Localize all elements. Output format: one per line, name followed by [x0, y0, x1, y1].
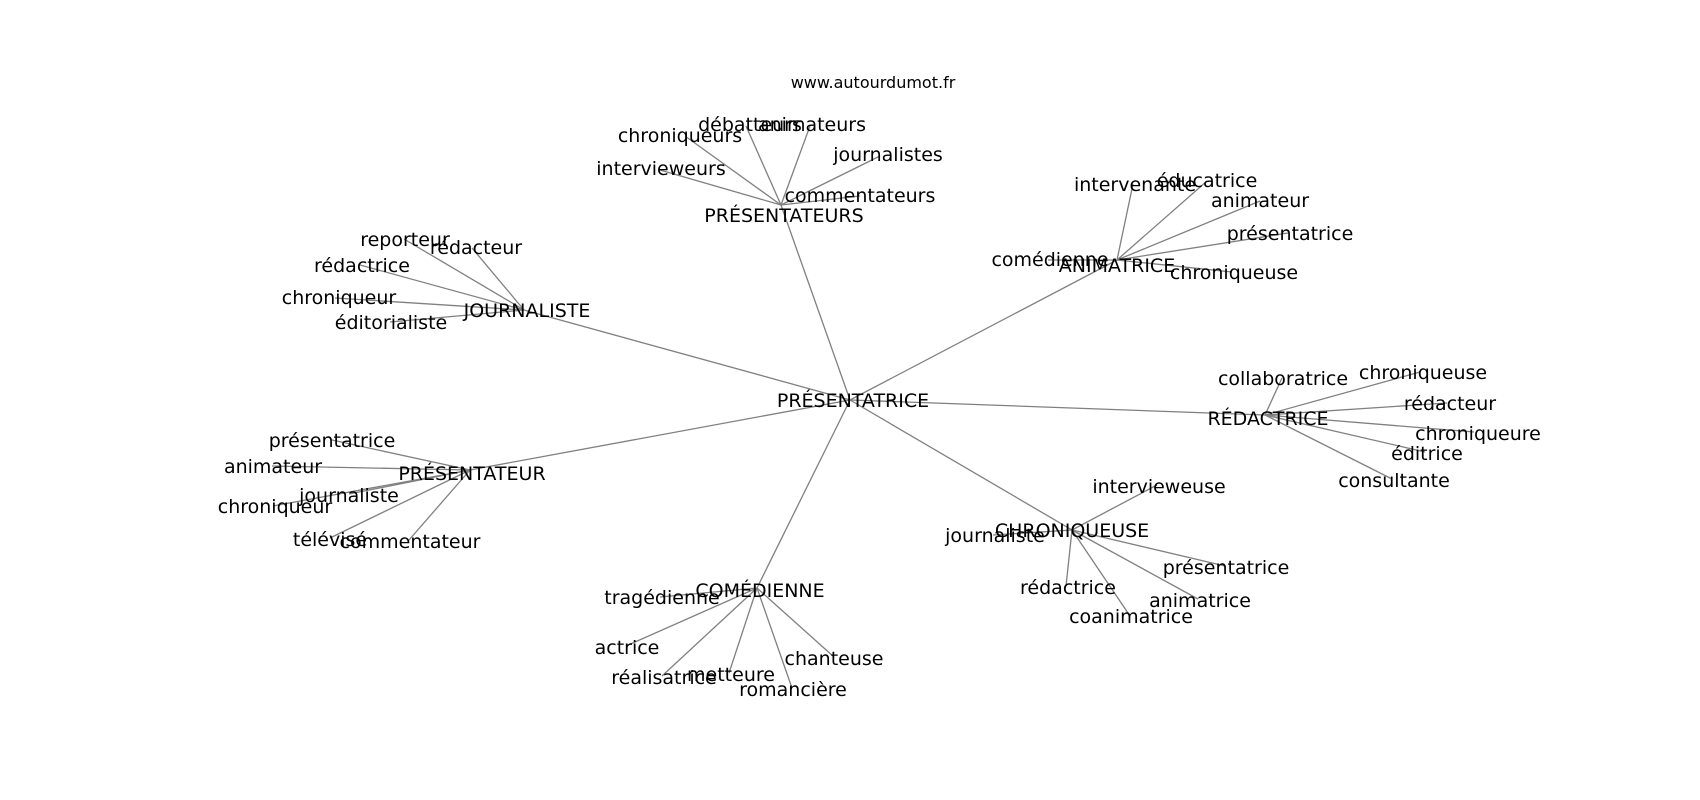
edge-hub-leaf [780, 195, 861, 206]
edge-hub-leaf [471, 247, 525, 311]
leaf-node-label: chanteuse [785, 648, 884, 670]
leaf-node-label: reporteur [360, 229, 450, 251]
edge-hub-leaf [1264, 371, 1421, 416]
leaf-node-label: animatrice [1149, 590, 1251, 612]
edges-layer [271, 125, 1475, 689]
edge-hub-leaf [1116, 259, 1233, 273]
leaf-node-label: chroniqueur [218, 496, 333, 518]
edge-hub-leaf [625, 587, 758, 647]
leaf-node-label: animateur [224, 456, 322, 478]
source-label: www.autourdumot.fr [791, 73, 956, 92]
hub-node-label: PRÉSENTATEURS [704, 204, 863, 227]
leaf-node-label: rédacteur [1404, 393, 1496, 415]
edge-hub-leaf [992, 529, 1073, 536]
edge-hub-leaf [1065, 529, 1073, 587]
leaf-node-label: télévisé [293, 529, 367, 551]
leaf-node-label: commentateur [340, 531, 481, 553]
edge-hub-leaf [780, 125, 811, 206]
leaf-node-label: éducatrice [1157, 170, 1258, 192]
edge-hub-leaf [1071, 484, 1158, 531]
edge-hub-leaf [359, 264, 525, 311]
leaf-node-label: chroniqueurs [618, 125, 742, 147]
hub-node-label: COMÉDIENNE [695, 579, 824, 602]
leaf-node-label: actrice [595, 637, 660, 659]
leaf-node-label: journaliste [298, 485, 399, 507]
edge-center-hub [849, 399, 1266, 416]
edge-center-hub [756, 399, 851, 589]
leaf-node-label: consultante [1338, 470, 1450, 492]
leaf-node-label: intervieweurs [596, 158, 725, 180]
leaf-node-label: présentatrice [1227, 223, 1354, 245]
edge-center-hub [523, 309, 851, 401]
edge-hub-leaf [329, 469, 471, 539]
edge-center-hub [780, 204, 851, 401]
leaf-node-label: animateurs [758, 114, 866, 136]
leaf-node-label: réalisatrice [611, 667, 717, 689]
edge-hub-leaf [272, 469, 471, 507]
leaf-node-label: metteure [687, 664, 775, 686]
leaf-node-label: romancière [739, 679, 847, 701]
leaf-node-label: présentatrice [1163, 557, 1290, 579]
hub-node-label: RÉDACTRICE [1207, 407, 1328, 430]
edge-hub-leaf [1264, 402, 1448, 416]
leaf-node-label: journalistes [832, 144, 943, 166]
edge-hub-leaf [1264, 377, 1283, 416]
edge-hub-leaf [389, 309, 525, 323]
edge-hub-leaf [1264, 414, 1393, 480]
edge-hub-leaf [408, 469, 471, 541]
leaf-node-label: chroniqueuse [1359, 362, 1487, 384]
leaf-node-label: chroniqueuse [1170, 262, 1298, 284]
edge-hub-leaf [780, 155, 881, 206]
leaf-node-label: éditrice [1391, 443, 1463, 465]
leaf-node-label: intervieweuse [1092, 476, 1225, 498]
edge-hub-leaf [1071, 529, 1199, 600]
edge-hub-leaf [1116, 183, 1134, 261]
edge-hub-leaf [756, 587, 793, 689]
edge-hub-leaf [334, 297, 525, 311]
center-node-label: PRÉSENTATRICE [777, 389, 929, 412]
edge-hub-leaf [1264, 414, 1475, 433]
leaf-node-label: chroniqueur [282, 287, 397, 309]
edge-hub-leaf [684, 135, 782, 206]
edge-hub-leaf [659, 169, 782, 206]
hub-node-label: CHRONIQUEUSE [995, 520, 1149, 542]
leaf-node-label: éditorialiste [335, 312, 447, 334]
edge-hub-leaf [1071, 529, 1131, 617]
edge-hub-leaf [756, 587, 835, 658]
hub-node-label: PRÉSENTATEUR [398, 462, 545, 485]
edge-hub-leaf [661, 587, 758, 677]
edge-hub-leaf [403, 238, 525, 311]
leaf-node-label: intervenante [1074, 174, 1196, 196]
edge-center-hub [849, 259, 1118, 401]
edge-hub-leaf [1116, 180, 1208, 261]
leaf-node-label: journaliste [944, 525, 1045, 547]
leaf-node-label: rédactrice [314, 255, 410, 277]
leaf-node-label: collaboratrice [1218, 368, 1348, 390]
leaf-node-label: présentatrice [269, 430, 396, 452]
leaf-node-label: commentateurs [785, 185, 936, 207]
edge-hub-leaf [271, 465, 471, 471]
leaf-node-label: rédactrice [1020, 577, 1116, 599]
leaf-node-label: coanimatrice [1069, 606, 1193, 628]
hub-node-label: JOURNALISTE [463, 300, 591, 322]
edge-hub-leaf [1071, 529, 1226, 567]
leaf-node-label: comédienne [991, 249, 1108, 271]
edge-hub-leaf [659, 587, 758, 598]
leaf-node-label: animateur [1211, 190, 1309, 212]
edge-center-hub [469, 399, 851, 471]
edge-hub-leaf [331, 439, 471, 471]
leaf-node-label: chroniqueure [1415, 423, 1541, 445]
edge-hub-leaf [745, 125, 782, 206]
leaf-node-label: débatteurs [698, 114, 802, 136]
edge-center-hub [849, 399, 1073, 531]
edge-hub-leaf [728, 587, 758, 674]
leaf-node-label: rédacteur [430, 237, 522, 259]
leaf-node-label: tragédienne [604, 587, 719, 609]
hub-node-label: ANIMATRICE [1059, 255, 1175, 277]
edge-hub-leaf [1116, 232, 1289, 261]
labels-layer: PRÉSENTATRICEPRÉSENTATEURSdébatteursanim… [218, 114, 1541, 701]
edge-hub-leaf [1264, 414, 1426, 453]
edge-hub-leaf [1116, 200, 1261, 261]
